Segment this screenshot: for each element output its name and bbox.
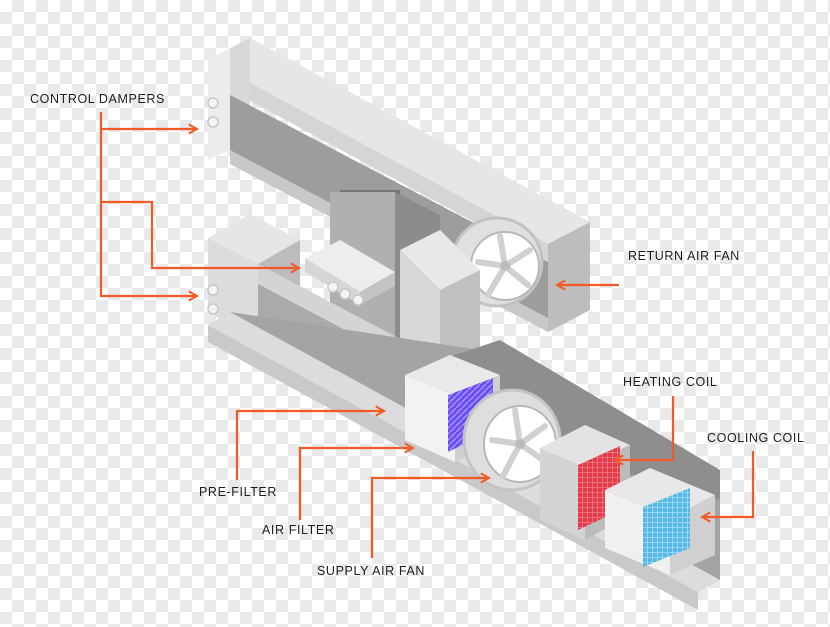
arrow-control-dampers-bottom [99,202,197,296]
label-pre-filter: PRE-FILTER [199,485,277,499]
label-supply-air-fan: SUPPLY AIR FAN [317,564,425,578]
arrow-control-dampers-mid [99,129,299,268]
label-control-dampers: CONTROL DAMPERS [30,92,165,106]
arrow-air-filter [298,448,413,520]
arrow-supply-air-fan [370,478,489,558]
label-return-air-fan: RETURN AIR FAN [628,249,740,263]
arrow-pre-filter [235,411,384,480]
arrow-cooling-coil [702,451,755,517]
arrow-control-dampers-top [99,112,197,129]
label-cooling-coil: COOLING COIL [707,431,805,445]
arrow-heating-coil [615,396,675,460]
cooling-coil-panel [643,488,690,567]
cooling-coil-unit [605,468,715,575]
callout-arrows [99,112,755,558]
damper-knobs [207,97,364,315]
label-heating-coil: HEATING COIL [623,375,718,389]
supply-air-fan [462,388,562,492]
label-air-filter: AIR FILTER [262,523,335,537]
